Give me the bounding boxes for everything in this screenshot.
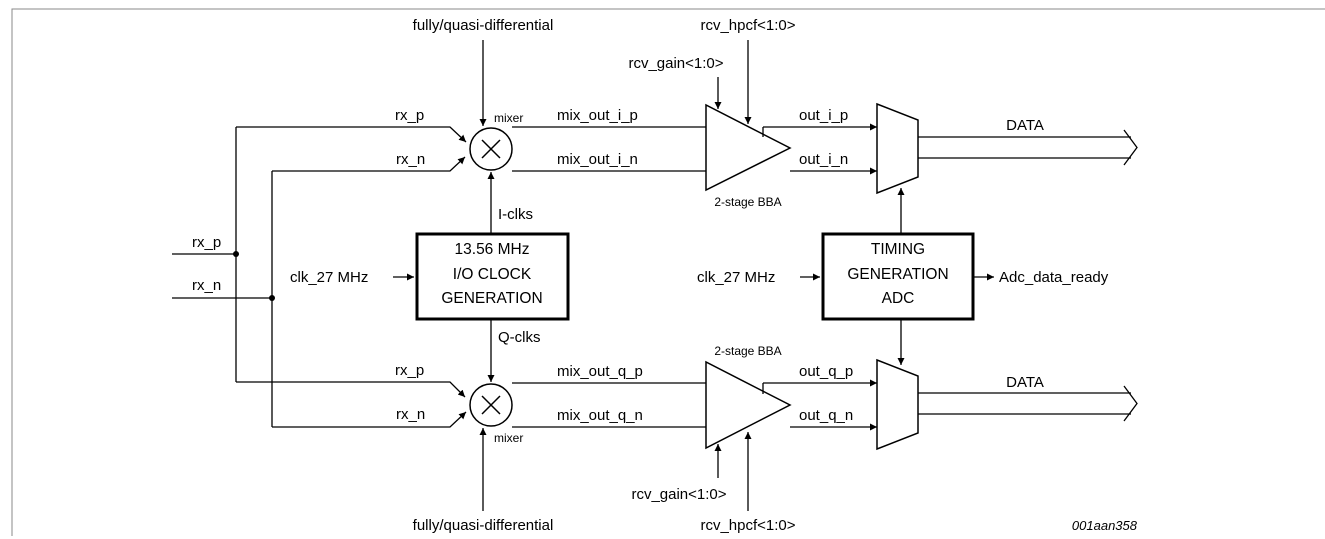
- top-adc: [876, 102, 919, 195]
- top-mixer-in-p-label: rx_p: [395, 107, 424, 124]
- bottom-data-label: DATA: [1006, 374, 1044, 391]
- top-mixer-label: mixer: [494, 111, 523, 125]
- top-data-bus: DATA: [918, 117, 1138, 166]
- timing-generation-block: TIMING GENERATION ADC: [821, 232, 975, 321]
- clock-block-line-2: I/O CLOCK: [453, 266, 532, 283]
- timing-block-line-2: GENERATION: [847, 266, 948, 283]
- top-gain-label: rcv_gain<1:0>: [628, 55, 723, 72]
- bottom-gain-label: rcv_gain<1:0>: [631, 486, 726, 503]
- top-bba-label: 2-stage BBA: [714, 195, 781, 209]
- mixer-x-icon: [481, 395, 501, 415]
- bottom-mixer: mixer: [469, 383, 523, 445]
- clock-generation-block: 13.56 MHz I/O CLOCK GENERATION: [415, 232, 570, 321]
- top-mixer-in-n-label: rx_n: [396, 151, 425, 168]
- wire-bottom-rx-p: [236, 381, 466, 398]
- wire-top-rx-p: [236, 126, 467, 143]
- input-rx-n-label: rx_n: [192, 277, 221, 294]
- top-data-label: DATA: [1006, 117, 1044, 134]
- top-bba: 2-stage BBA: [705, 103, 792, 209]
- timing-input-label: clk_27 MHz: [697, 269, 775, 286]
- out-q-p-label: out_q_p: [799, 363, 853, 380]
- bottom-mixer-in-n-label: rx_n: [396, 406, 425, 423]
- figure-frame: [11, 8, 1325, 536]
- bottom-adc: [876, 358, 919, 451]
- bottom-mixer-label: mixer: [494, 431, 523, 445]
- figure-id: 001aan358: [1072, 518, 1138, 533]
- bottom-mixer-in-p-label: rx_p: [395, 362, 424, 379]
- input-rx-n: rx_n: [172, 277, 275, 301]
- timing-block-line-3: ADC: [882, 290, 915, 307]
- mix-out-i-p-label: mix_out_i_p: [557, 107, 638, 124]
- q-clks-label: Q-clks: [498, 329, 541, 346]
- mixer-x-icon: [481, 139, 501, 159]
- mix-out-q-p-label: mix_out_q_p: [557, 363, 643, 380]
- out-i-n-label: out_i_n: [799, 151, 848, 168]
- mix-out-i-n-label: mix_out_i_n: [557, 151, 638, 168]
- out-i-p-label: out_i_p: [799, 107, 848, 124]
- timing-output-label: Adc_data_ready: [999, 269, 1109, 286]
- top-hpcf-label: rcv_hpcf<1:0>: [700, 17, 795, 34]
- wire-bottom-rx-n: [272, 411, 467, 428]
- i-clks-label: I-clks: [498, 206, 533, 223]
- input-rx-p-label: rx_p: [192, 234, 221, 251]
- top-mixer-control-label: fully/quasi-differential: [413, 17, 554, 34]
- top-mixer: mixer: [469, 111, 523, 171]
- out-q-n-label: out_q_n: [799, 407, 853, 424]
- timing-block-line-1: TIMING: [871, 241, 925, 258]
- mix-out-q-n-label: mix_out_q_n: [557, 407, 643, 424]
- bottom-mixer-control-label: fully/quasi-differential: [413, 517, 554, 534]
- bottom-hpcf-label: rcv_hpcf<1:0>: [700, 517, 795, 534]
- bottom-data-bus: DATA: [918, 374, 1138, 422]
- clock-input-label: clk_27 MHz: [290, 269, 368, 286]
- wire-top-rx-n: [272, 156, 466, 172]
- clock-block-line-3: GENERATION: [441, 290, 542, 307]
- clock-block-line-1: 13.56 MHz: [455, 241, 530, 258]
- input-rx-p: rx_p: [172, 234, 239, 257]
- bottom-bba-label: 2-stage BBA: [714, 344, 781, 358]
- bottom-bba: 2-stage BBA: [705, 344, 792, 450]
